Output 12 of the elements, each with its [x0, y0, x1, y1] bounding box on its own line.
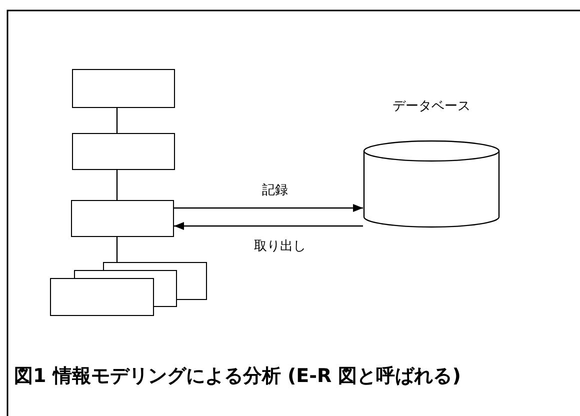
entity-box	[50, 278, 154, 316]
arrow	[174, 204, 363, 212]
figure-caption: 図1 情報モデリングによる分析 (E-R 図と呼ばれる)	[14, 364, 461, 389]
database-label: データベース	[392, 97, 472, 115]
connector-line	[116, 170, 118, 200]
connector-line	[116, 108, 118, 133]
connector-line	[116, 237, 118, 262]
entity-box	[72, 69, 175, 108]
edge-label: 取り出し	[254, 236, 306, 256]
arrow	[174, 222, 363, 230]
entity-box	[72, 133, 175, 170]
entity-box	[71, 200, 174, 237]
